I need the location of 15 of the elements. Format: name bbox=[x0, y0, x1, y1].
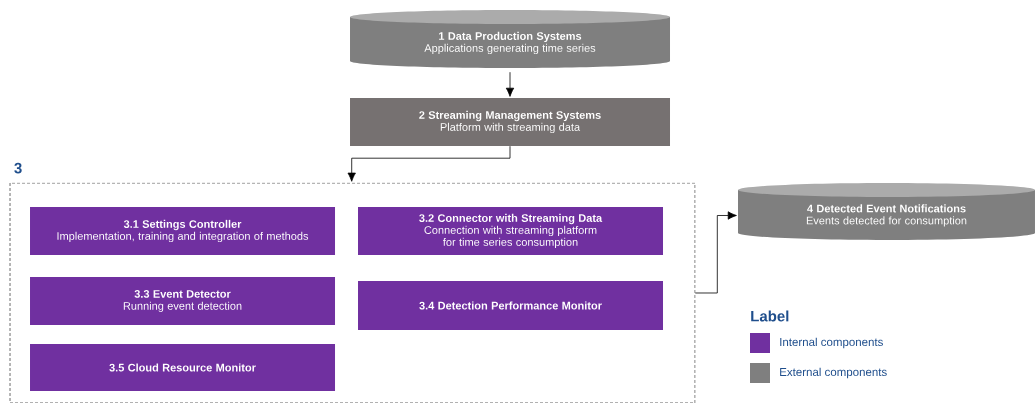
arrow bbox=[694, 211, 737, 294]
database-cylinder: 1 Data Production Systems Applications generating time series bbox=[350, 10, 670, 68]
legend-text: External components bbox=[780, 367, 887, 379]
node-label: 3 bbox=[14, 162, 22, 174]
component-box: 3.3 Event Detector Running event detection bbox=[30, 277, 335, 325]
arrow bbox=[505, 71, 515, 97]
component-box: 3.2 Connector with Streaming Data Connection with streaming platform for time series consumption bbox=[358, 207, 663, 255]
database-cylinder: 4 Detected Event Notifications Events detected for consumption bbox=[738, 183, 1035, 240]
legend-text: Internal components bbox=[780, 337, 883, 349]
component-box: 3.1 Settings Controller Implementation, training and integration of methods bbox=[30, 207, 335, 255]
component-box: 3.5 Cloud Resource Monitor bbox=[30, 344, 335, 391]
legend-title: Label bbox=[751, 310, 789, 322]
arrow bbox=[347, 145, 511, 182]
component-box: 3.4 Detection Performance Monitor bbox=[358, 281, 663, 330]
process-box: 2 Streaming Management Systems Platform with streaming data bbox=[350, 98, 670, 146]
